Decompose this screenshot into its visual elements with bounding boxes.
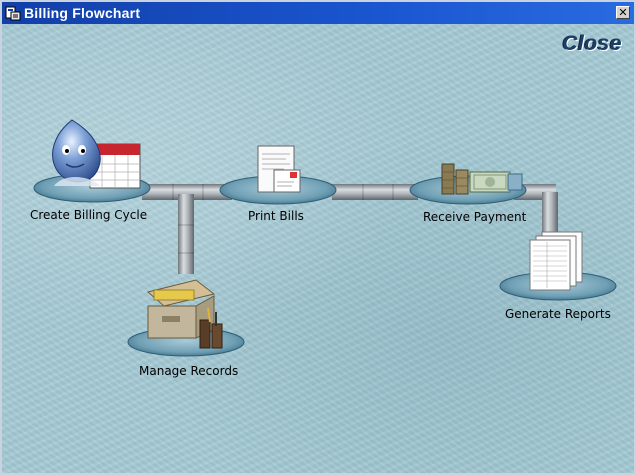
window-close-button[interactable]: ✕ <box>616 6 630 19</box>
pipe-create-to-records <box>178 194 194 274</box>
bill-documents-icon[interactable] <box>257 145 301 193</box>
droplet-mascot-calendar-icon[interactable] <box>52 119 141 189</box>
node-label-print-bills[interactable]: Print Bills <box>248 209 304 223</box>
node-label-create-billing-cycle[interactable]: Create Billing Cycle <box>30 208 148 222</box>
report-stack-icon[interactable] <box>529 231 583 291</box>
pipe-print-to-payment <box>332 184 418 200</box>
window-title: Billing Flowchart <box>24 5 141 21</box>
close-button[interactable]: Close <box>562 32 622 55</box>
flowchart-diagram <box>33 119 617 357</box>
title-bar[interactable]: Billing Flowchart ✕ <box>2 2 634 24</box>
node-label-manage-records[interactable]: Manage Records <box>139 364 239 378</box>
connector-pipes <box>142 184 558 274</box>
node-label-generate-reports[interactable]: Generate Reports <box>505 307 611 321</box>
app-icon <box>5 6 21 21</box>
pipe-create-to-print <box>142 184 232 200</box>
pipe-payment-to-reports <box>542 192 558 232</box>
node-label-receive-payment[interactable]: Receive Payment <box>423 210 527 224</box>
file-box-icon[interactable] <box>146 279 223 349</box>
flowchart-canvas: Close <box>2 24 634 473</box>
cash-stack-icon[interactable] <box>441 163 523 195</box>
